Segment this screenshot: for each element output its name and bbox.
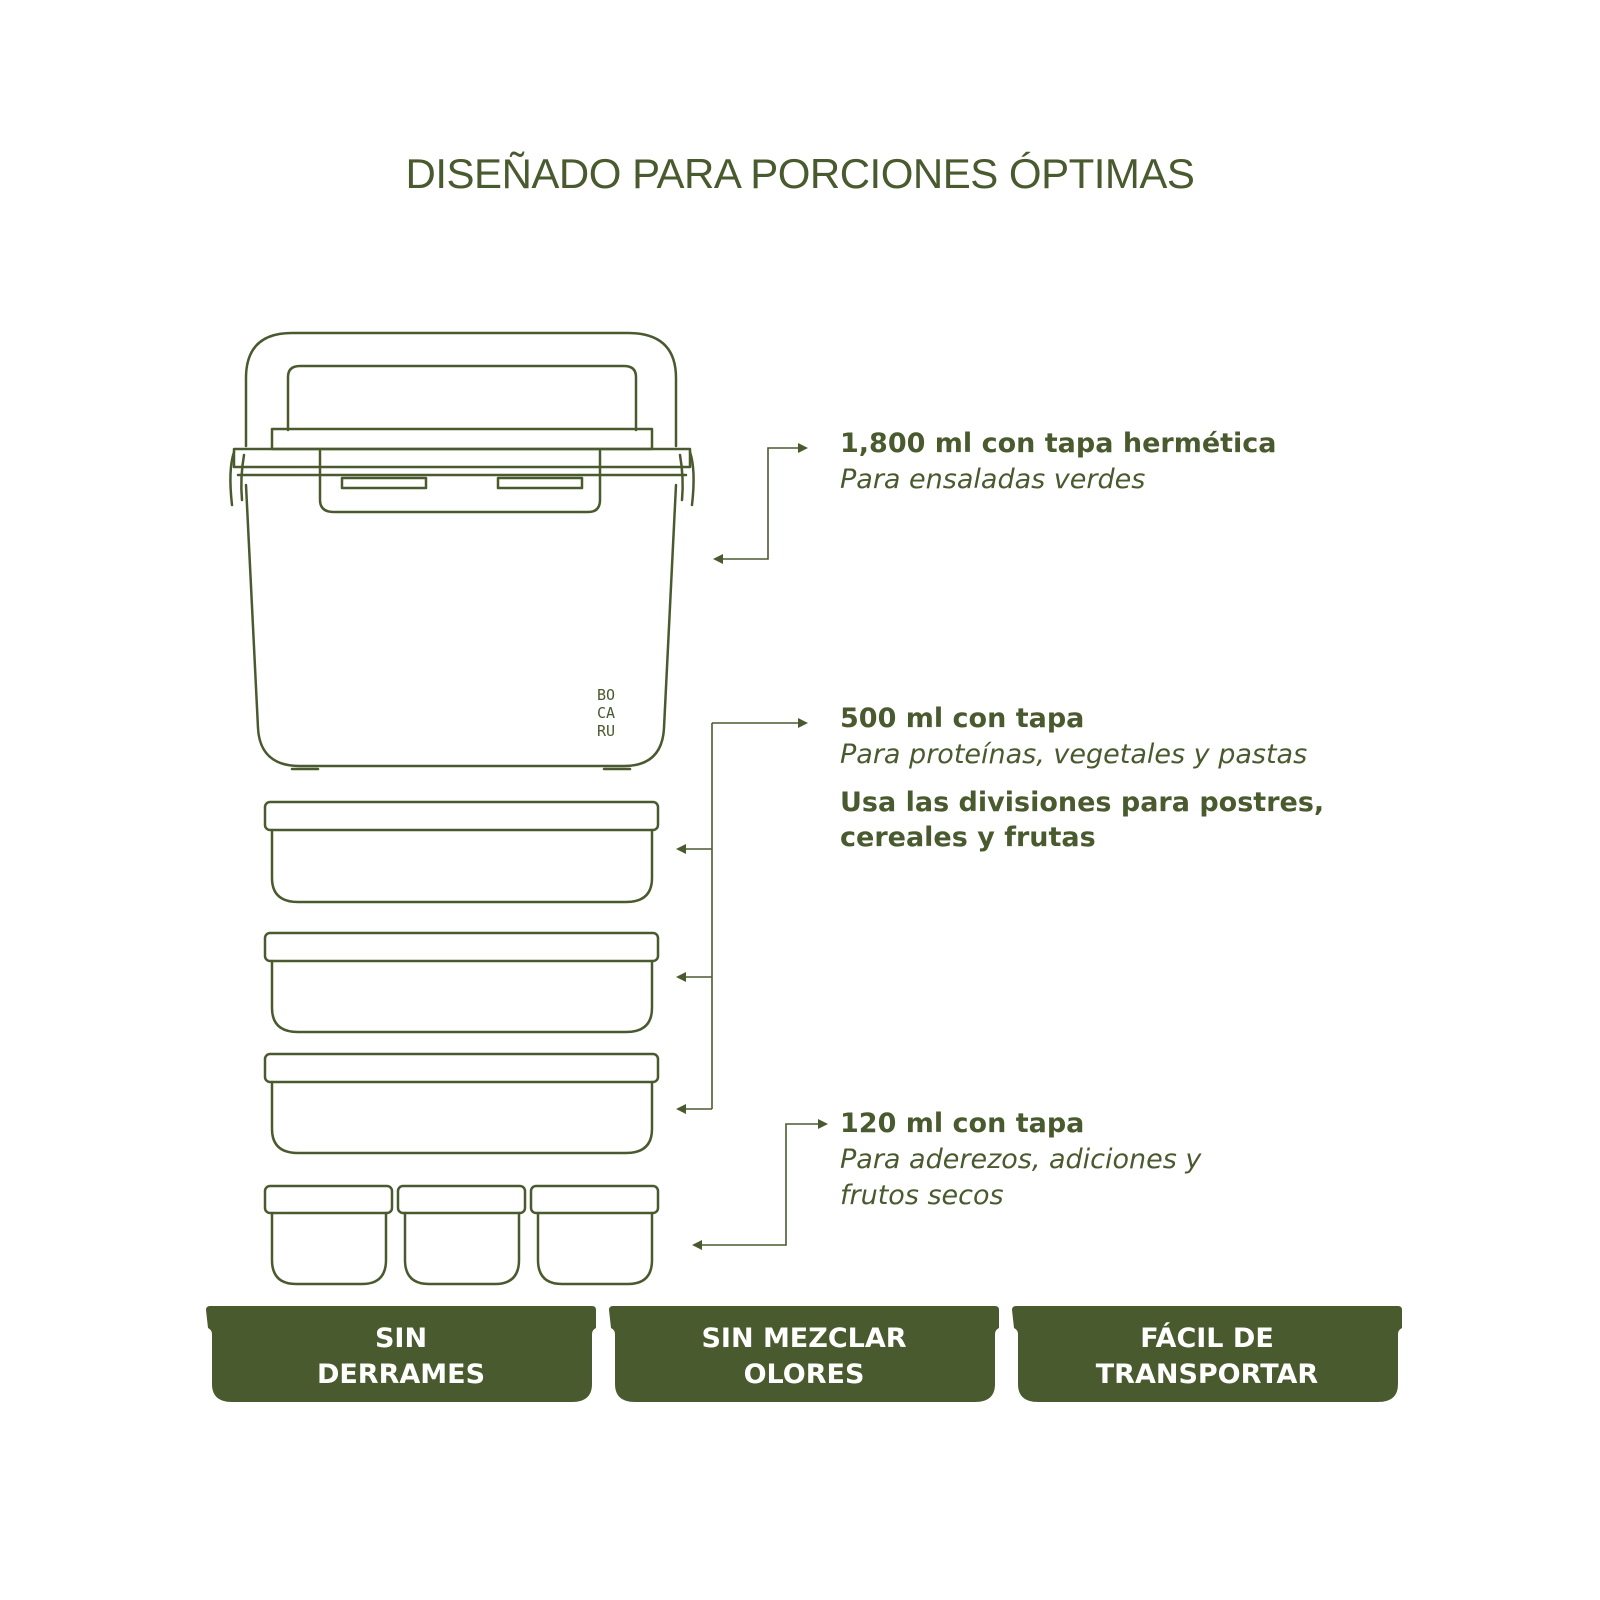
arrow-heads xyxy=(676,443,828,1250)
svg-text:BO: BO xyxy=(597,686,615,704)
callout-small-description: Para aderezos, adiciones y frutos secos xyxy=(840,1144,1202,1211)
badge-no-odor-mix: SIN MEZCLAR OLORES xyxy=(609,1306,999,1404)
badge-shape-icon xyxy=(206,1306,596,1402)
badge-label: SIN MEZCLAR OLORES xyxy=(701,1323,907,1390)
small-container-icon-1 xyxy=(263,1184,394,1286)
callout-large-heading: 1,800 ml con tapa hermética xyxy=(840,428,1277,459)
medium-container-icon-3 xyxy=(263,1052,660,1155)
badge-no-spill: SIN DERRAMES xyxy=(206,1306,596,1404)
small-container-icon-2 xyxy=(396,1184,527,1286)
brand-logo: BO CA RU xyxy=(597,686,615,740)
connector-lines xyxy=(680,447,822,1246)
callout-medium-heading: 500 ml con tapa xyxy=(840,703,1085,734)
medium-container-icon-1 xyxy=(263,800,660,904)
badge-shape-icon xyxy=(1012,1306,1402,1402)
callout-small: 120 ml con tapa Para aderezos, adiciones… xyxy=(840,1106,1201,1214)
badge-shape-icon xyxy=(609,1306,999,1402)
callout-small-heading: 120 ml con tapa xyxy=(840,1108,1085,1139)
small-container-icon-3 xyxy=(529,1184,660,1286)
badge-label: FÁCIL DE TRANSPORTAR xyxy=(1095,1323,1319,1390)
callout-medium-note: Usa las divisiones para postres, cereale… xyxy=(840,787,1325,853)
medium-container-icon-2 xyxy=(263,931,660,1034)
large-container-icon xyxy=(229,331,695,771)
badge-label: SIN DERRAMES xyxy=(316,1323,486,1390)
callout-large: 1,800 ml con tapa hermética Para ensalad… xyxy=(840,426,1277,498)
svg-text:CA: CA xyxy=(597,704,615,722)
page-title: DISEÑADO PARA PORCIONES ÓPTIMAS xyxy=(405,150,1195,197)
callout-large-description: Para ensaladas verdes xyxy=(840,464,1146,495)
badge-easy-transport: FÁCIL DE TRANSPORTAR xyxy=(1012,1306,1402,1404)
callout-medium-description: Para proteínas, vegetales y pastas xyxy=(840,739,1308,770)
svg-text:RU: RU xyxy=(597,722,615,740)
callout-medium: 500 ml con tapa Para proteínas, vegetale… xyxy=(840,701,1324,855)
